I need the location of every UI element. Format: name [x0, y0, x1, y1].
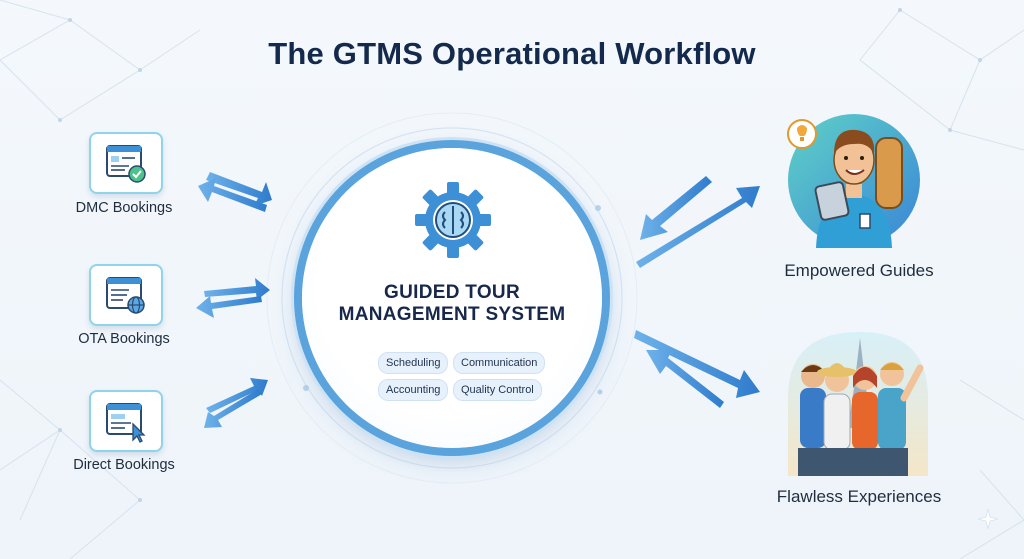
feature-pill-communication: Communication	[453, 352, 545, 374]
dest-label-guides: Empowered Guides	[749, 261, 969, 281]
experiences-exchange-arrows	[634, 330, 760, 408]
happy-tourists-illustration	[778, 328, 938, 476]
tour-guide-illustration	[776, 98, 926, 248]
sparkle-icon	[976, 507, 1000, 531]
ota-exchange-arrows	[196, 278, 270, 318]
dest-label-experiences: Flawless Experiences	[749, 487, 969, 507]
brain-gear-icon	[413, 180, 493, 260]
hub-title-line1: GUIDED TOUR	[302, 282, 602, 304]
dmc-exchange-arrows	[198, 172, 272, 212]
guides-exchange-arrows	[636, 176, 760, 268]
hub-title-line2: MANAGEMENT SYSTEM	[302, 304, 602, 326]
feature-pill-scheduling: Scheduling	[378, 352, 448, 374]
direct-exchange-arrows	[204, 378, 268, 428]
feature-pill-quality-control: Quality Control	[453, 379, 542, 401]
feature-pill-accounting: Accounting	[378, 379, 448, 401]
